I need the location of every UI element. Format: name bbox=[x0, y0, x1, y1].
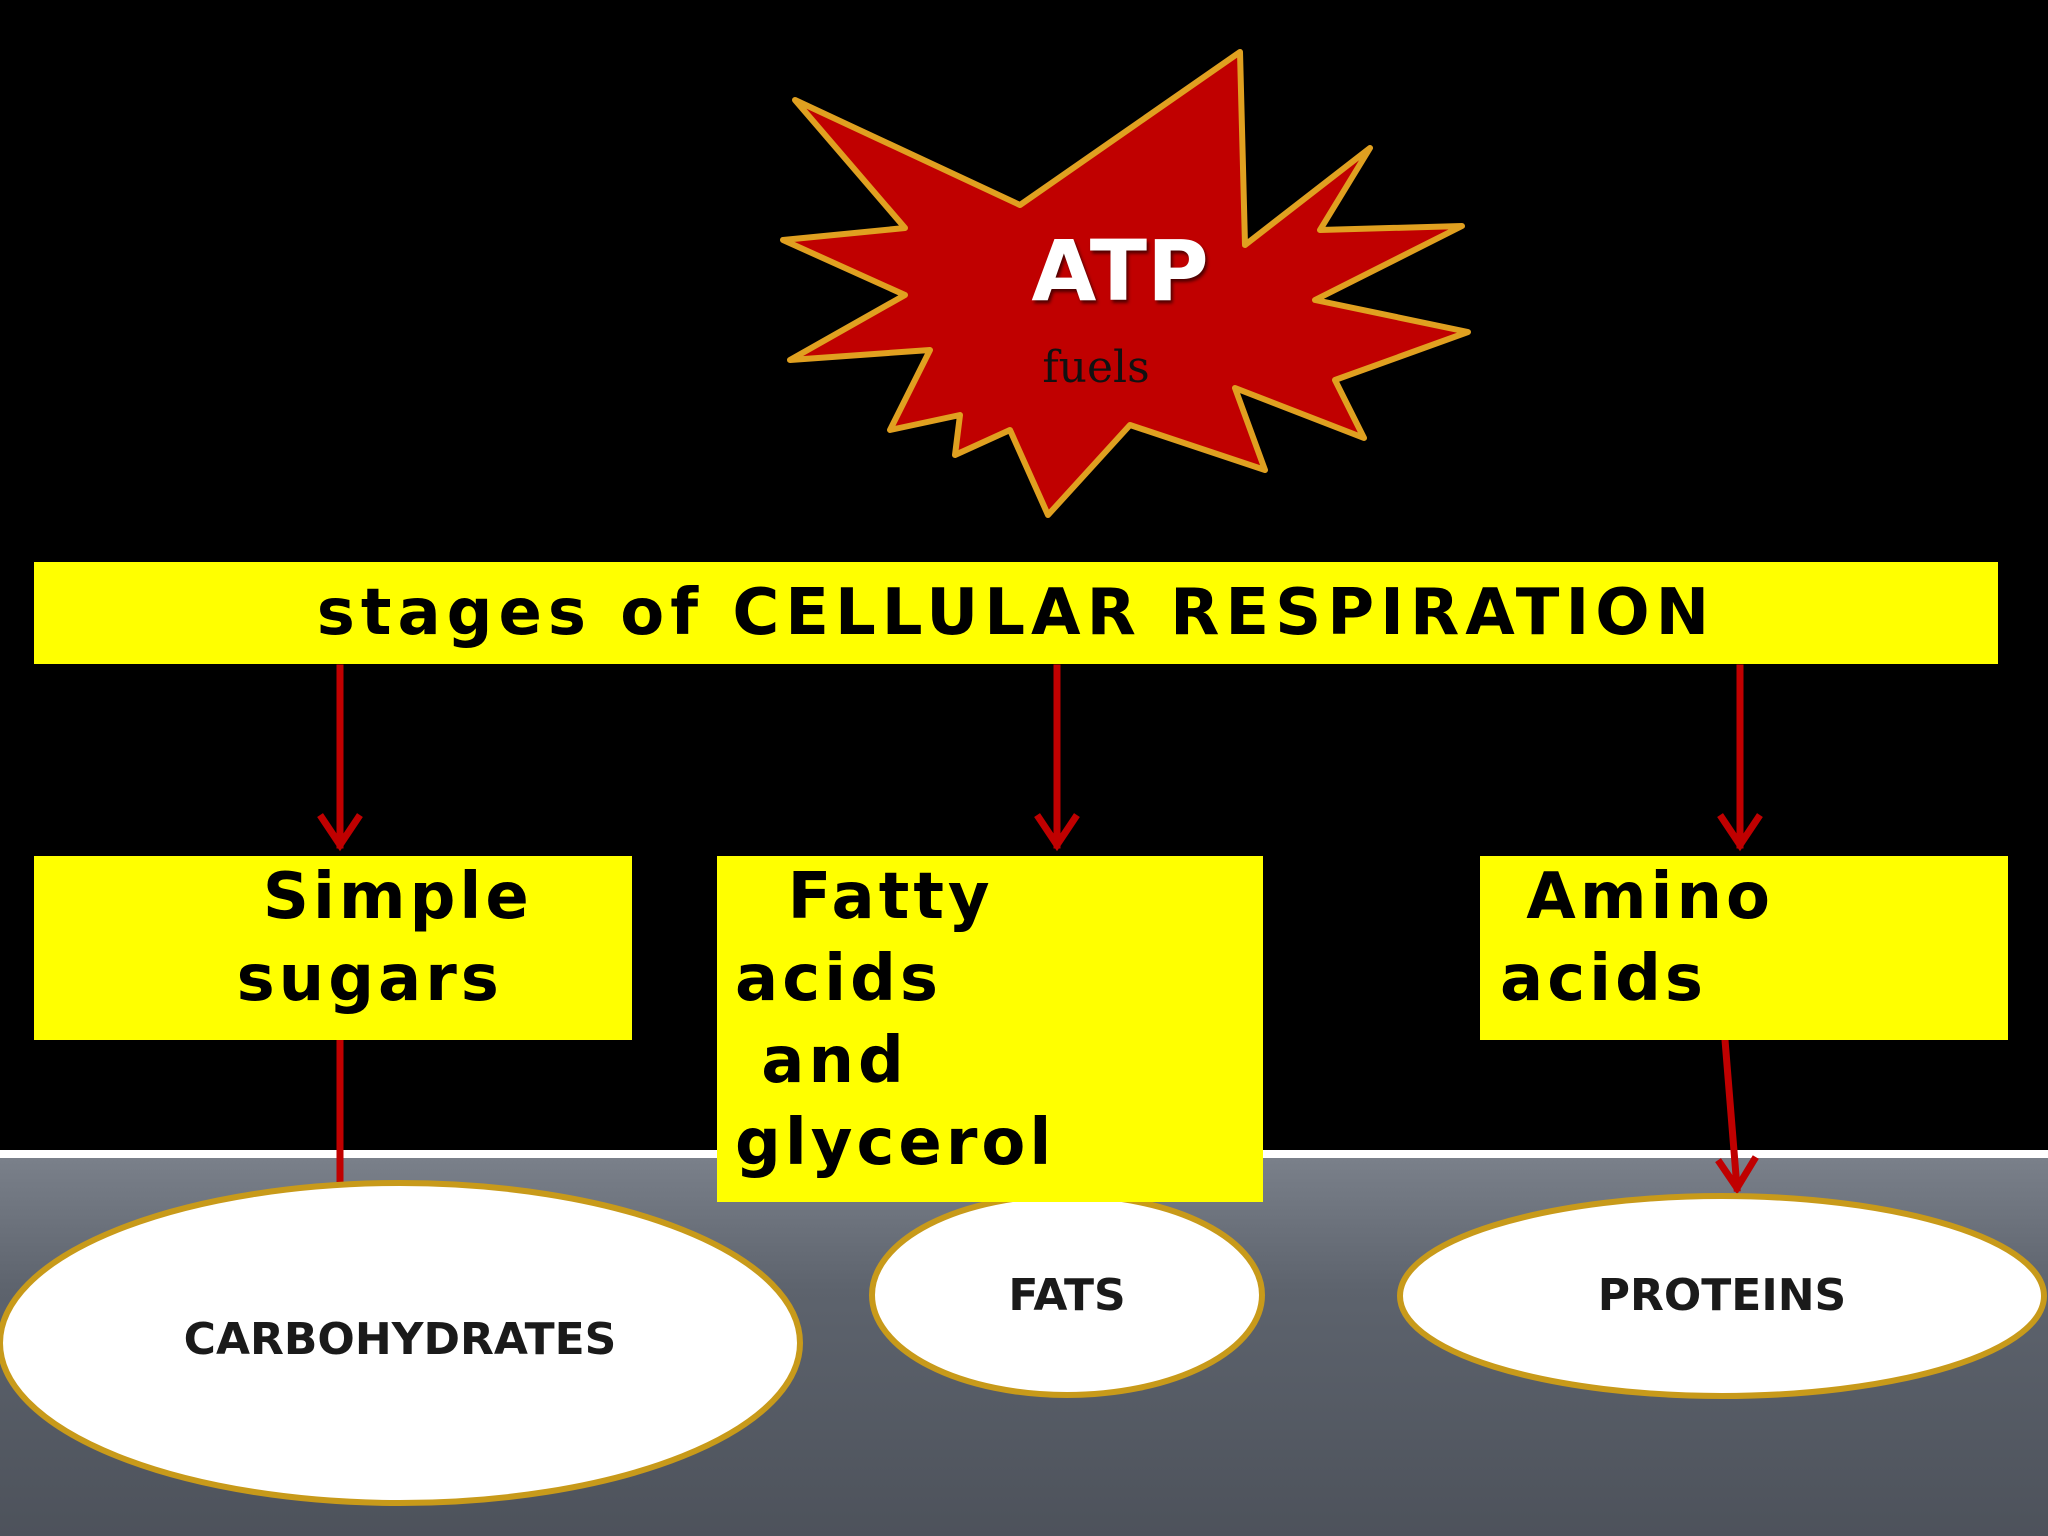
cellular-respiration-banner: stages of CELLULAR RESPIRATION bbox=[34, 562, 1998, 664]
atp-subtitle: fuels bbox=[1042, 342, 1150, 393]
atp-burst-shape bbox=[780, 49, 1471, 518]
amino-acids-box: Amino acids bbox=[1480, 856, 2008, 1040]
amino-acids-label: Amino acids bbox=[1500, 860, 1774, 1016]
arrowhead-amino bbox=[1717, 813, 1763, 852]
carbohydrates-label: CARBOHYDRATES bbox=[183, 1314, 617, 1365]
arrowhead-sugars bbox=[317, 813, 363, 852]
carbohydrates-ellipse bbox=[0, 1180, 803, 1506]
arrow-amino-to-proteins bbox=[1721, 1036, 1741, 1192]
arrowhead-proteins bbox=[1715, 1155, 1759, 1195]
banner-label: stages of CELLULAR RESPIRATION bbox=[316, 576, 1716, 650]
fatty-acids-box: Fatty acids and glycerol bbox=[717, 856, 1263, 1202]
fatty-acids-label: Fatty acids and glycerol bbox=[735, 860, 1056, 1180]
proteins-label: PROTEINS bbox=[1597, 1270, 1847, 1321]
simple-sugars-label: Simple sugars bbox=[236, 860, 533, 1016]
atp-title: ATP bbox=[1031, 222, 1209, 320]
proteins-ellipse bbox=[1397, 1193, 2047, 1399]
simple-sugars-box: Simple sugars bbox=[34, 856, 632, 1040]
fats-label: FATS bbox=[1008, 1270, 1126, 1321]
arrowhead-fatty bbox=[1034, 813, 1080, 852]
